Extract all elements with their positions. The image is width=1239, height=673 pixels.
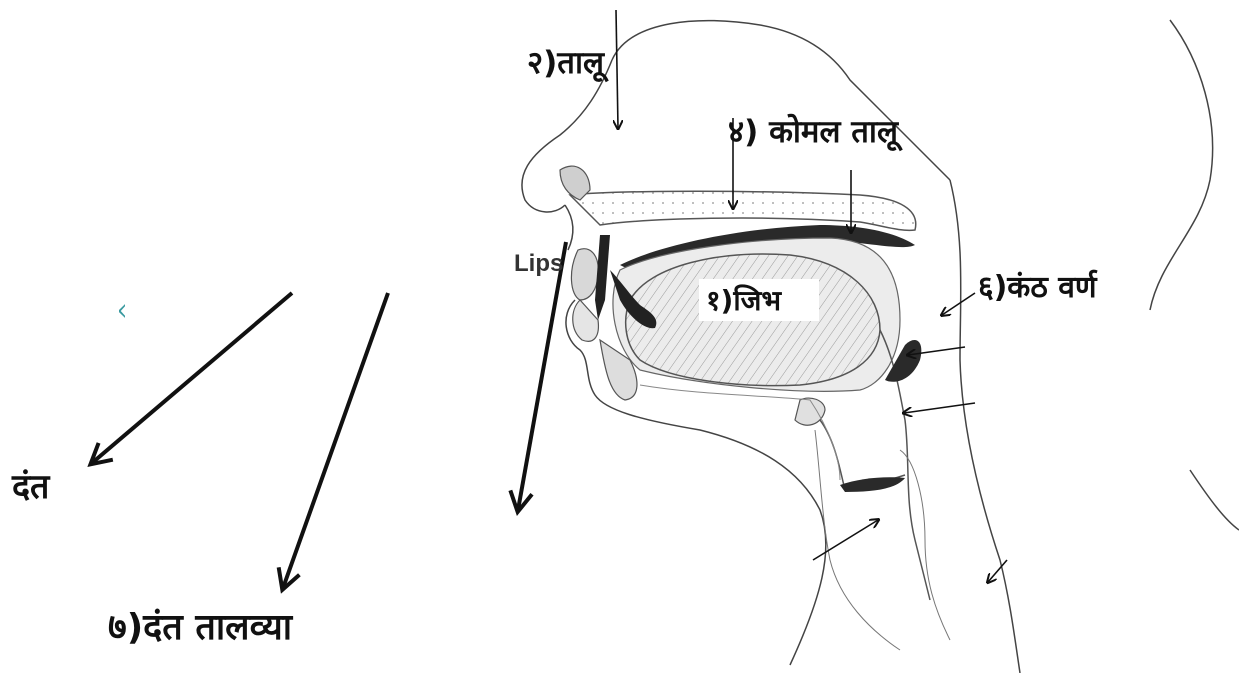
soft-palate-label: ४) कोमल तालू bbox=[728, 117, 898, 148]
thick-arrows bbox=[92, 242, 566, 588]
lips-arrow bbox=[518, 242, 566, 510]
teeth-label: दंत bbox=[12, 470, 49, 504]
forehead-nose-outline bbox=[612, 21, 950, 180]
tongue-label: १)जिभ bbox=[706, 287, 781, 315]
palate-arrow bbox=[616, 10, 618, 128]
dental-palatal-label: ७)दंत तालव्या bbox=[108, 610, 292, 646]
palate-label: २)तालू bbox=[527, 48, 604, 79]
neck-right-outline bbox=[1190, 470, 1239, 530]
back-of-neck-outline bbox=[950, 180, 1020, 673]
dental-palatal-arrow bbox=[283, 293, 388, 588]
lips-label: Lips bbox=[514, 252, 563, 276]
back-of-head-outline bbox=[1150, 20, 1213, 310]
throat-arrow-1 bbox=[942, 293, 975, 315]
nasal-cavity bbox=[560, 166, 916, 230]
throat-arrow-4 bbox=[813, 520, 878, 560]
throat-sound-label: ६)कंठ वर्ण bbox=[978, 273, 1097, 303]
tick-mark: ^ bbox=[118, 302, 140, 320]
